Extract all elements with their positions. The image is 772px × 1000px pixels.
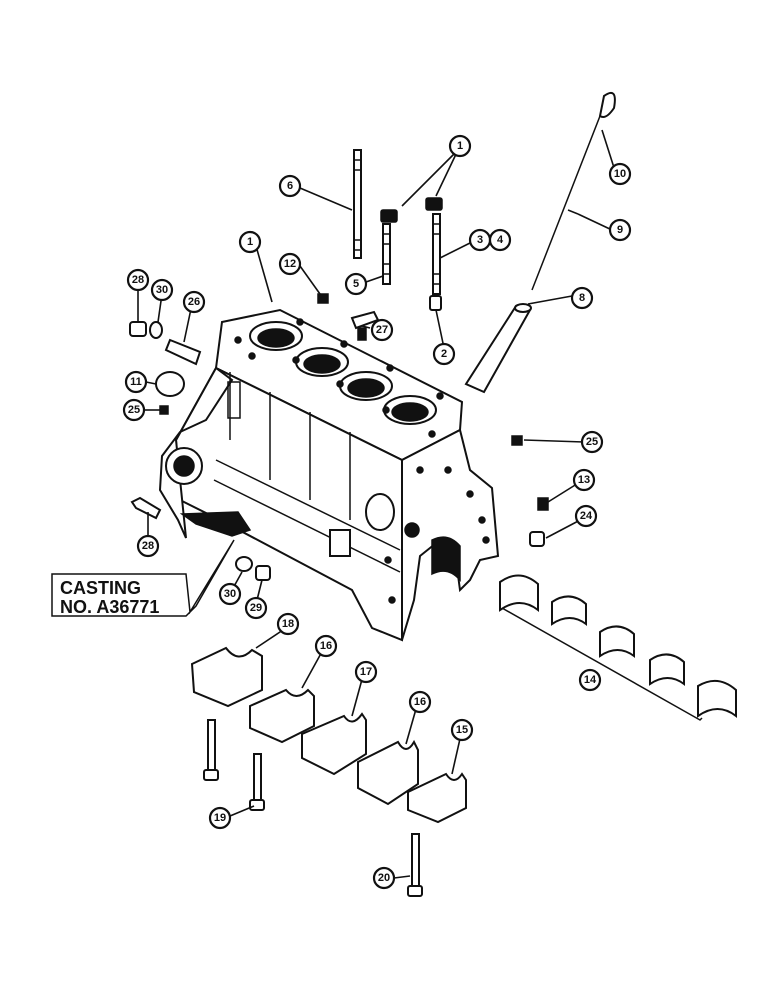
callout-20: 20 xyxy=(372,866,396,890)
cylinder-head-stud-long xyxy=(353,149,362,259)
plug-12 xyxy=(317,293,329,304)
callout-17: 17 xyxy=(354,660,378,684)
main-bearing-cap-16-second xyxy=(357,739,419,806)
washer-30-lower xyxy=(235,556,253,572)
callout-27: 27 xyxy=(370,318,394,342)
callout-28: 28 xyxy=(136,534,160,558)
callout-16-first: 16 xyxy=(314,634,338,658)
callout-24: 24 xyxy=(574,504,598,528)
svg-text:10: 10 xyxy=(614,168,626,180)
callout-3: 3 xyxy=(468,228,492,252)
callout-16-second: 16 xyxy=(408,690,432,714)
svg-text:3: 3 xyxy=(477,234,483,246)
callout-9: 9 xyxy=(608,218,632,242)
svg-text:14: 14 xyxy=(584,674,597,686)
plug-25-left xyxy=(159,405,169,415)
casting-line-1: CASTING xyxy=(60,578,141,598)
plug-25-right xyxy=(511,435,523,446)
svg-text:28: 28 xyxy=(132,274,144,286)
callout-29-lower: 29 xyxy=(244,596,268,620)
main-bearing-cap-17 xyxy=(301,712,367,776)
callout-8: 8 xyxy=(570,286,594,310)
svg-text:5: 5 xyxy=(353,278,359,290)
svg-text:28: 28 xyxy=(142,540,154,552)
svg-text:17: 17 xyxy=(360,666,372,678)
callout-26: 26 xyxy=(182,290,206,314)
main-bearing-cap-18 xyxy=(190,646,263,708)
callout-25-right: 25 xyxy=(580,430,604,454)
svg-text:18: 18 xyxy=(282,618,294,630)
svg-text:15: 15 xyxy=(456,724,468,736)
callout-1-block: 1 xyxy=(238,230,262,254)
dowel-2 xyxy=(429,295,442,311)
svg-text:26: 26 xyxy=(188,296,200,308)
nut-29-top xyxy=(129,321,147,337)
svg-text:9: 9 xyxy=(617,224,623,236)
plug-24 xyxy=(529,531,545,547)
svg-text:12: 12 xyxy=(284,258,296,270)
callout-1-plugs: 1 xyxy=(448,134,472,158)
svg-text:24: 24 xyxy=(580,510,593,522)
plug-cup-1 xyxy=(380,197,443,223)
callout-10: 10 xyxy=(608,162,632,186)
dipstick-tube xyxy=(464,303,532,394)
callout-12: 12 xyxy=(278,252,302,276)
callout-19: 19 xyxy=(208,806,232,830)
dipstick xyxy=(531,92,616,291)
callout-13: 13 xyxy=(572,468,596,492)
cap-bolt-20 xyxy=(407,833,423,897)
callout-11: 11 xyxy=(124,370,148,394)
washer-30-top xyxy=(149,321,163,339)
casting-line-2: NO. A36771 xyxy=(60,597,159,617)
svg-text:20: 20 xyxy=(378,872,390,884)
svg-text:25: 25 xyxy=(128,404,140,416)
callout-2: 2 xyxy=(432,342,456,366)
svg-text:6: 6 xyxy=(287,180,293,192)
stud-short xyxy=(382,223,391,285)
stud-26 xyxy=(164,338,202,366)
svg-text:25: 25 xyxy=(586,436,598,448)
callout-5: 5 xyxy=(344,272,368,296)
nut-29-lower xyxy=(255,565,271,581)
callout-18: 18 xyxy=(276,612,300,636)
cap-bolt-19a xyxy=(203,719,219,781)
callout-25-left: 25 xyxy=(122,398,146,422)
main-bearing-cap-15 xyxy=(407,772,467,824)
callout-30-lower: 30 xyxy=(218,582,242,606)
svg-text:16: 16 xyxy=(320,640,332,652)
svg-text:1: 1 xyxy=(457,140,463,152)
main-bearing-cap-16-first xyxy=(249,688,315,744)
cylinder-block xyxy=(158,308,500,642)
bolt-28-lower xyxy=(130,496,162,520)
svg-text:8: 8 xyxy=(579,292,585,304)
callout-30-top: 30 xyxy=(150,278,174,302)
gasket-ring-11 xyxy=(155,371,185,397)
svg-text:2: 2 xyxy=(441,348,447,360)
camshaft-bearings xyxy=(499,574,737,721)
callout-6: 6 xyxy=(278,174,302,198)
svg-text:16: 16 xyxy=(414,696,426,708)
svg-text:30: 30 xyxy=(224,588,236,600)
svg-text:1: 1 xyxy=(247,236,253,248)
svg-text:19: 19 xyxy=(214,812,226,824)
svg-text:11: 11 xyxy=(130,376,142,388)
callout-4: 4 xyxy=(488,228,512,252)
svg-text:30: 30 xyxy=(156,284,168,296)
callout-14: 14 xyxy=(578,668,602,692)
svg-text:29: 29 xyxy=(250,602,262,614)
callout-29-top: 28 xyxy=(126,268,150,292)
casting-note: CASTING NO. A36771 xyxy=(51,539,235,617)
svg-text:27: 27 xyxy=(376,324,388,336)
svg-text:4: 4 xyxy=(497,234,504,246)
plug-13 xyxy=(537,497,549,511)
stud-medium xyxy=(432,213,441,295)
callout-15: 15 xyxy=(450,718,474,742)
cap-bolt-19b xyxy=(249,753,265,811)
svg-text:13: 13 xyxy=(578,474,590,486)
